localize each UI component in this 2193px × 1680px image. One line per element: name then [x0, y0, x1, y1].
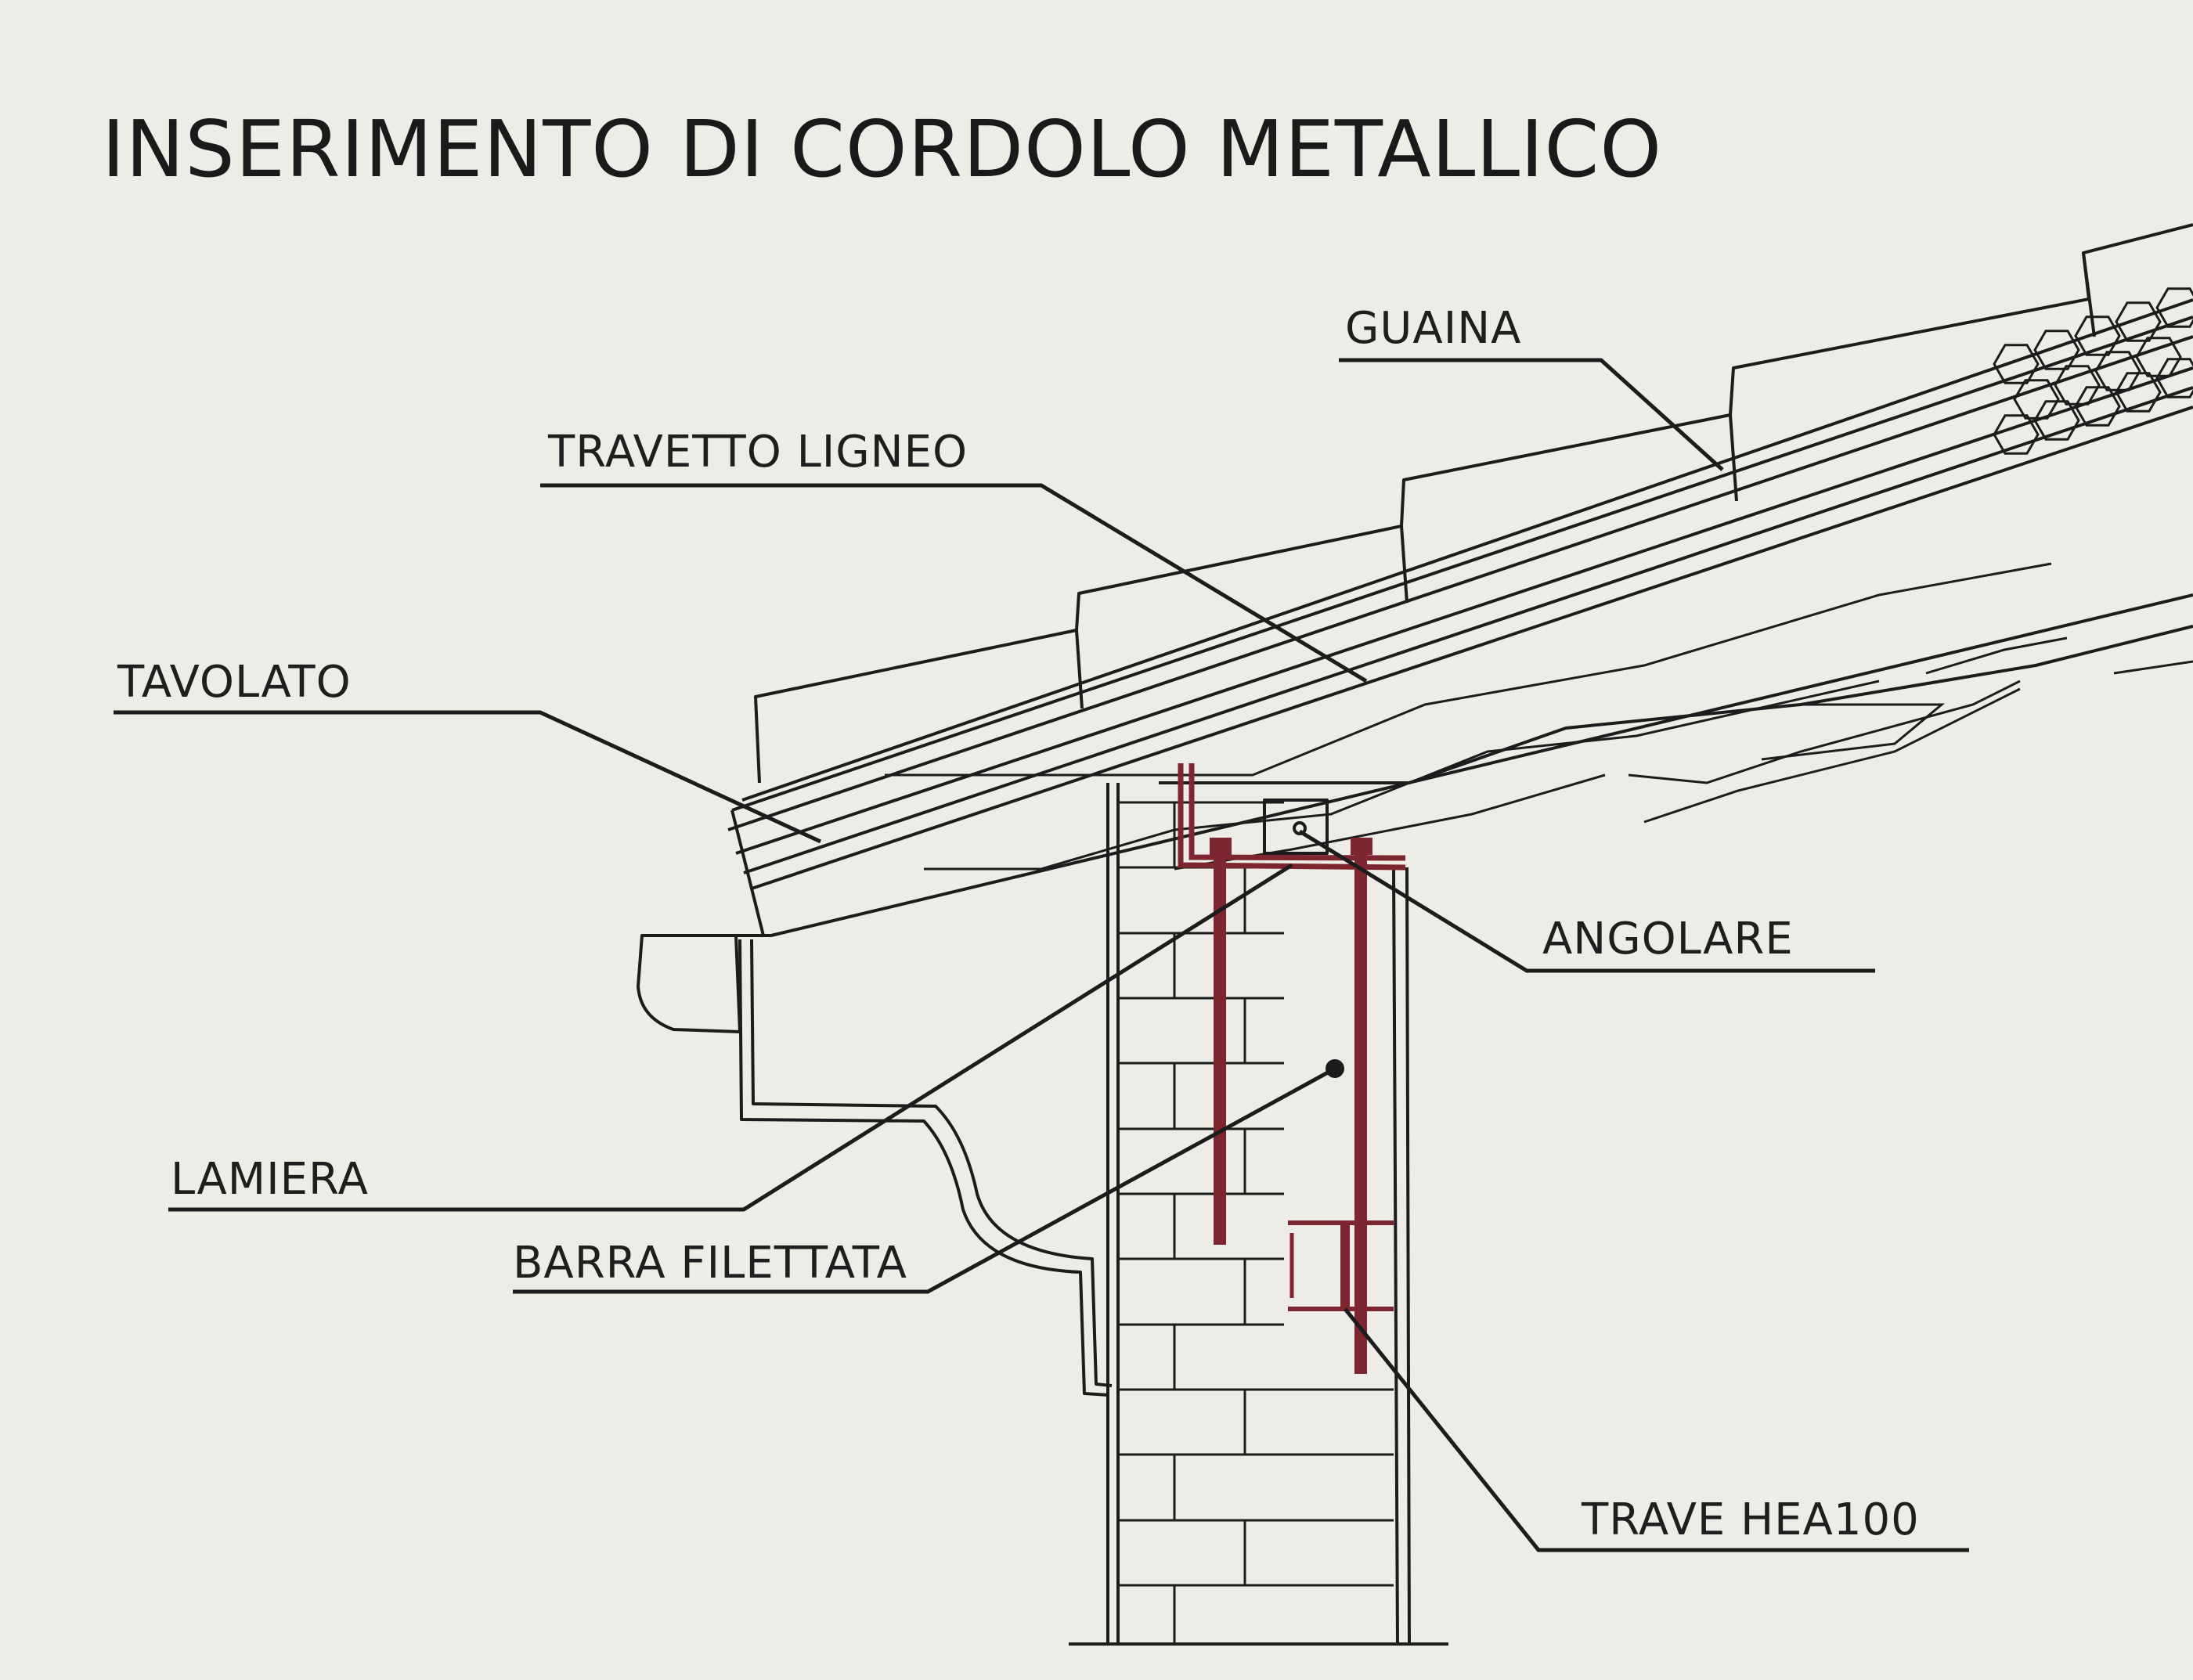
wooden-rafter [730, 593, 2193, 937]
drawing-title: INSERIMENTO DI CORDOLO METALLICO [102, 103, 1662, 195]
roof-layers [727, 315, 2193, 890]
roof-tiles [741, 223, 2193, 802]
honeycomb-cell [2033, 400, 2080, 441]
label-tavolato: TAVOLATO [117, 657, 352, 708]
honeycomb-cell [2054, 365, 2101, 406]
leader-lines [114, 358, 1969, 1552]
masonry-wall [1069, 783, 1448, 1646]
honeycomb-cell [2155, 358, 2193, 398]
label-lamiera: LAMIERA [171, 1154, 369, 1205]
honeycomb-cell [2074, 315, 2121, 356]
steel-kerb [1178, 763, 1406, 1374]
honeycomb-cell [2155, 287, 2193, 328]
honeycomb-cell [2074, 386, 2121, 427]
label-trave-hea100: TRAVE HEA100 [1581, 1494, 1920, 1545]
honeycomb-cell [2115, 301, 2162, 342]
label-barra-filettata: BARRA FILETTATA [513, 1238, 907, 1289]
insulation-honeycomb [1993, 287, 2193, 455]
honeycomb-cell [2115, 372, 2162, 413]
label-guaina: GUAINA [1345, 303, 1521, 354]
honeycomb-cell [1993, 344, 2040, 384]
honeycomb-cell [2033, 330, 2080, 370]
honeycomb-cell [2094, 351, 2141, 391]
honeycomb-cell [1993, 414, 2040, 455]
honeycomb-cell [2135, 337, 2182, 377]
honeycomb-cell [2013, 379, 2060, 420]
label-travetto-ligneo: TRAVETTO LIGNEO [547, 427, 968, 478]
gutter-sheet-metal [637, 934, 1113, 1397]
label-angolare: ANGOLARE [1542, 914, 1794, 964]
